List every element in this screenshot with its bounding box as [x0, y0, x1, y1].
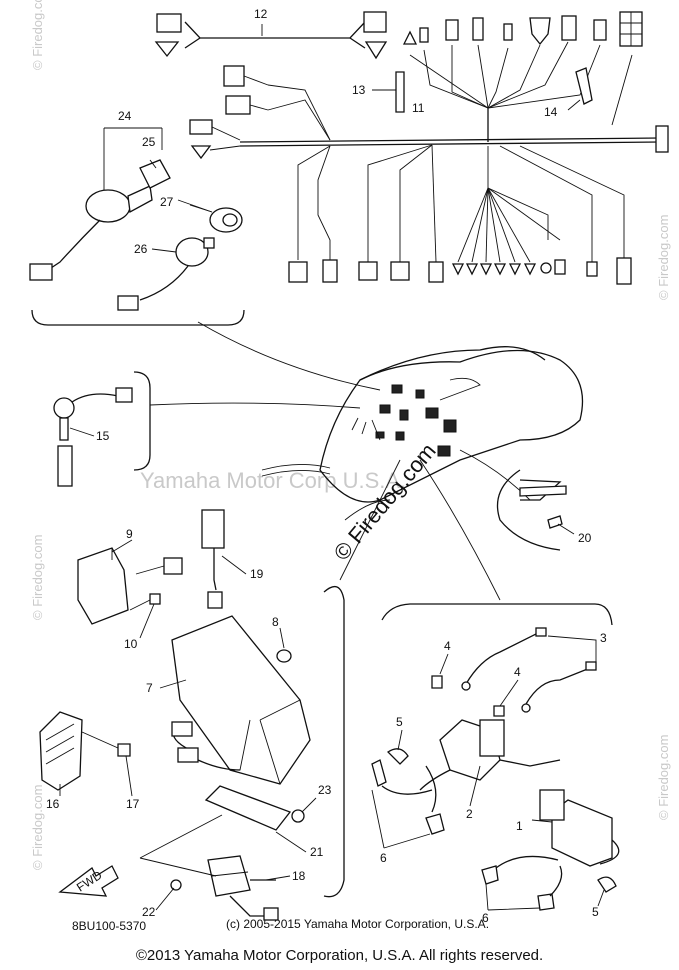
- label-part-5b: 5: [592, 905, 599, 919]
- label-part-8: 8: [272, 615, 279, 629]
- sub-wire-harness: [154, 11, 388, 60]
- ignition-group: [371, 603, 620, 911]
- watermark-edge-left-mid: © Firedog.com: [30, 535, 45, 620]
- fwd-arrow-icon: FWD: [58, 865, 119, 897]
- part-20-group: [496, 469, 575, 551]
- watermark-edge-right-low: © Firedog.com: [656, 735, 671, 820]
- label-part-7: 7: [146, 681, 153, 695]
- part-9-10-19-group: [77, 509, 225, 625]
- label-part-5a: 5: [396, 715, 403, 729]
- main-switch-group: [29, 127, 245, 326]
- watermark-edge-left-top: © Firedog.com: [30, 0, 45, 70]
- electrical-parts-diagram: © Firedog.com © Firedog.com © Firedog.co…: [29, 0, 671, 933]
- label-part-11: 11: [412, 101, 425, 115]
- label-part-4b: 4: [514, 665, 521, 679]
- label-part-20: 20: [578, 531, 592, 545]
- label-part-16: 16: [46, 797, 60, 811]
- label-part-24: 24: [118, 109, 132, 123]
- label-part-13: 13: [352, 83, 366, 97]
- label-part-23: 23: [318, 783, 332, 797]
- label-part-6b: 6: [482, 911, 489, 925]
- wire-harness: [189, 11, 669, 285]
- label-part-25: 25: [142, 135, 156, 149]
- label-part-3: 3: [600, 631, 607, 645]
- label-part-21: 21: [310, 845, 324, 859]
- label-part-10: 10: [124, 637, 138, 651]
- part-15-group: [53, 371, 151, 487]
- watermarks: © Firedog.com © Firedog.com © Firedog.co…: [30, 0, 671, 870]
- harness-bands: [372, 67, 593, 113]
- label-part-18: 18: [292, 869, 306, 883]
- label-part-26: 26: [134, 242, 148, 256]
- watermark-brand: Yamaha Motor Corp U.S.A.: [140, 468, 406, 493]
- inner-copyright: (c) 2005-2015 Yamaha Motor Corporation, …: [226, 917, 489, 931]
- label-part-2: 2: [466, 807, 473, 821]
- part-16-17-group: [39, 711, 131, 791]
- watermark-center: © Firedog.com: [329, 438, 441, 565]
- label-part-9: 9: [126, 527, 133, 541]
- part-7-8-group: [171, 585, 345, 898]
- label-part-4a: 4: [444, 639, 451, 653]
- part-number-labels: 12 13 11 14 24 25 27 26 15 9 19 20 10 8 …: [46, 7, 607, 925]
- label-part-14: 14: [544, 105, 558, 119]
- label-part-1: 1: [516, 819, 523, 833]
- watermark-edge-left-low: © Firedog.com: [30, 785, 45, 870]
- snowmobile-body: [149, 321, 584, 601]
- label-part-6a: 6: [380, 851, 387, 865]
- label-part-15: 15: [96, 429, 110, 443]
- label-part-27: 27: [160, 195, 174, 209]
- label-part-17: 17: [126, 797, 140, 811]
- label-part-12: 12: [254, 7, 268, 21]
- drawing-code: 8BU100-5370: [72, 919, 146, 933]
- watermark-edge-right-top: © Firedog.com: [656, 215, 671, 300]
- label-part-19: 19: [250, 567, 264, 581]
- part-18-21-22-23-group: [139, 785, 305, 921]
- page-copyright: ©2013 Yamaha Motor Corporation, U.S.A. A…: [135, 947, 544, 964]
- label-part-22: 22: [142, 905, 156, 919]
